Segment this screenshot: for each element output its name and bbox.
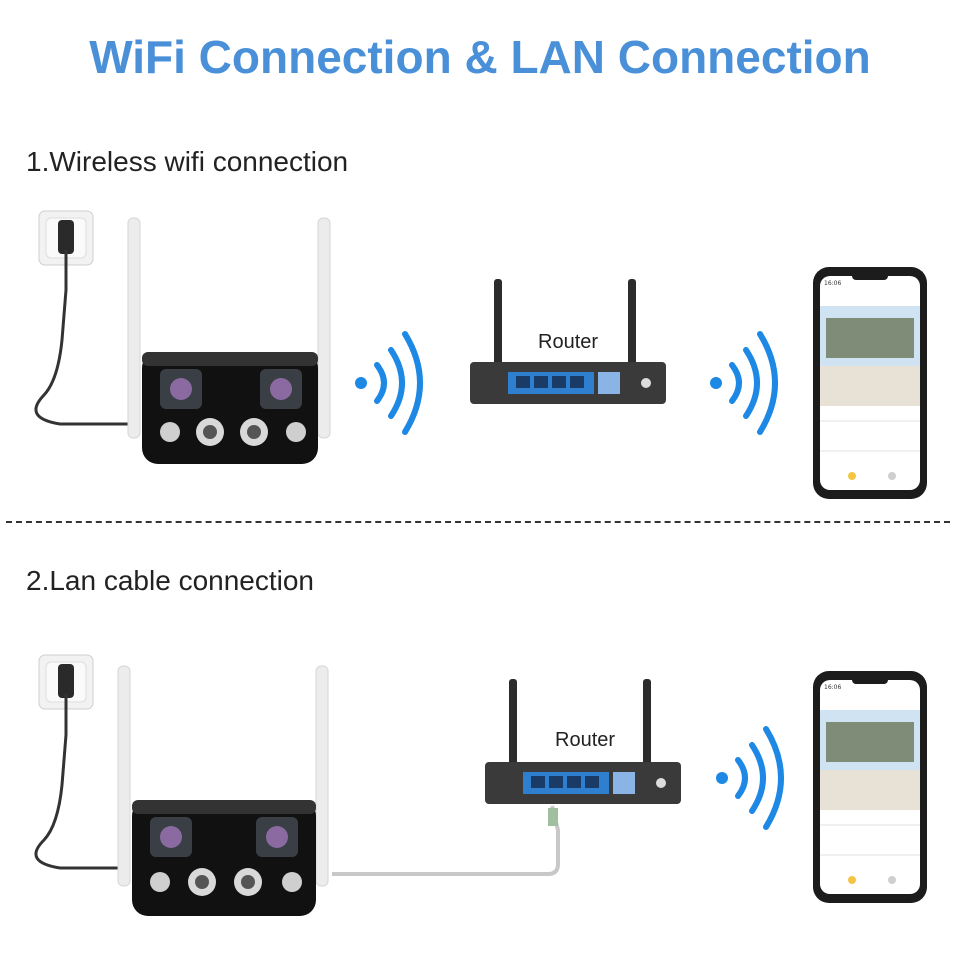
svg-text:Router: Router [538,331,598,353]
wall-socket-icon [38,210,94,266]
smartphone-icon: 16:06 [813,267,927,499]
page-title: WiFi Connection & LAN Connection [89,31,871,83]
section-2-heading: 2.Lan cable connection [26,565,314,596]
router-icon [485,679,681,804]
router-icon [470,279,666,404]
section-1-heading: 1.Wireless wifi connection [26,146,349,177]
wifi-signal-icon [355,331,423,435]
wifi-signal-icon [710,331,778,435]
wifi-signal-icon [716,726,784,830]
svg-text:16:06: 16:06 [824,684,841,691]
smartphone-icon: 16:06 [813,671,927,903]
section-divider [6,521,950,523]
dual-lens-camera-icon [117,665,329,916]
svg-text:16:06: 16:06 [824,280,841,287]
wall-socket-icon [38,654,94,710]
dual-lens-camera-icon [127,217,331,464]
svg-text:Router: Router [555,729,615,751]
